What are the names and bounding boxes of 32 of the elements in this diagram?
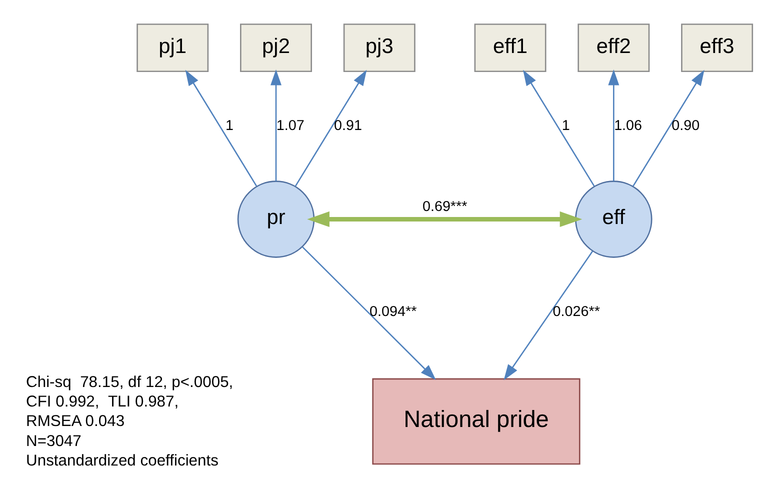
arrow xyxy=(307,210,582,227)
label: N=3047 xyxy=(26,432,82,450)
arrow xyxy=(270,69,282,181)
edge-label: 0.91 xyxy=(334,117,362,134)
arrow xyxy=(294,69,367,186)
edge-label: 1 xyxy=(226,117,234,134)
node-box: pj3 xyxy=(343,23,416,72)
edge-label: 1.07 xyxy=(276,117,304,134)
edge-label: 1.06 xyxy=(614,117,642,134)
arrow xyxy=(632,69,704,186)
edge-label: 0.026** xyxy=(552,303,600,320)
edge-label: 1 xyxy=(562,117,570,134)
node-box: pj1 xyxy=(136,23,209,72)
node-circle: eff xyxy=(575,180,652,258)
edge-label: 0.094** xyxy=(370,303,417,320)
node-box: eff1 xyxy=(474,23,546,72)
edge-label: 0.90 xyxy=(672,117,700,134)
label: CFI 0.992, TLI 0.987, xyxy=(26,393,179,410)
node-box: pj2 xyxy=(240,23,312,72)
label: Unstandardized coefficients xyxy=(26,452,218,469)
arrow xyxy=(185,69,258,186)
label: RMSEA 0.043 xyxy=(26,412,125,430)
node-box: eff2 xyxy=(578,23,650,72)
node-box: eff3 xyxy=(681,23,754,72)
node-box: National pride xyxy=(372,378,580,464)
arrow xyxy=(504,250,594,380)
label: Chi-sq 78.15, df 12, p<.0005, xyxy=(26,373,234,390)
edge-label: 0.69*** xyxy=(422,198,468,215)
arrow xyxy=(608,69,620,181)
arrow xyxy=(302,246,436,380)
arrow xyxy=(522,69,595,186)
node-circle: pr xyxy=(237,180,315,258)
